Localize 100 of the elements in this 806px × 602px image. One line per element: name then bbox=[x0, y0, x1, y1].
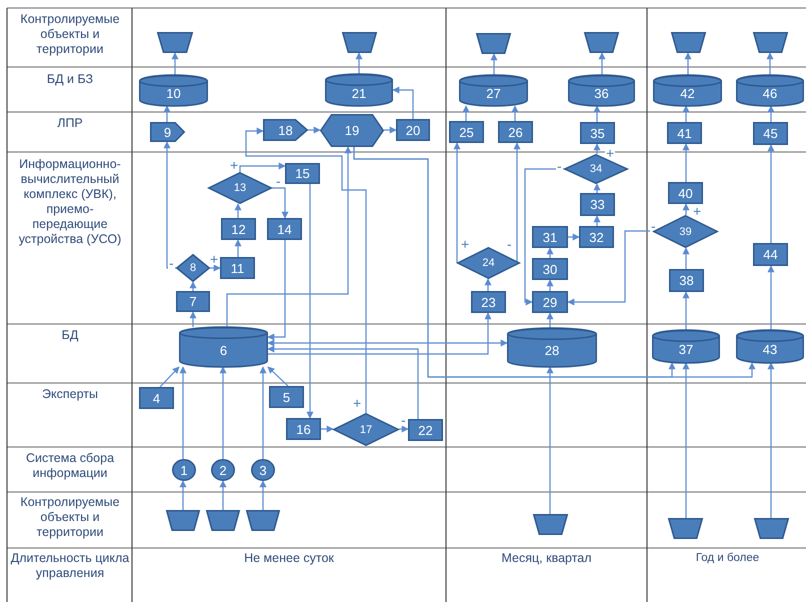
row-header: БД bbox=[60, 328, 80, 344]
database-cylinder: 10 bbox=[139, 75, 208, 106]
process-box: 5 bbox=[269, 386, 304, 408]
arrow bbox=[180, 480, 186, 510]
process-box: 45 bbox=[753, 122, 788, 145]
arrow bbox=[190, 281, 196, 291]
arrow bbox=[190, 311, 196, 327]
process-box: 35 bbox=[580, 122, 615, 144]
arrow bbox=[245, 128, 367, 413]
arrow bbox=[308, 126, 321, 134]
process-box: 11 bbox=[220, 257, 255, 279]
edge-label: + bbox=[460, 238, 470, 250]
row-header: БД и БЗ bbox=[46, 72, 94, 88]
process-box: 16 bbox=[286, 418, 321, 440]
arrow bbox=[260, 366, 266, 459]
database-cylinder: 28 bbox=[507, 328, 597, 367]
arrow bbox=[567, 230, 653, 306]
arrow bbox=[768, 105, 774, 122]
arrow bbox=[164, 105, 170, 122]
arrow bbox=[220, 480, 226, 510]
trapezoid-shape bbox=[533, 514, 568, 535]
process-box: 29 bbox=[532, 291, 568, 313]
database-cylinder: 36 bbox=[568, 75, 635, 106]
decision-diamond: 24 bbox=[457, 247, 520, 279]
database-cylinder: 6 bbox=[179, 327, 268, 367]
process-box: 12 bbox=[221, 218, 256, 240]
arrow bbox=[392, 86, 414, 119]
column-footer-text: Месяц, квартал bbox=[500, 551, 593, 567]
arrow bbox=[768, 265, 774, 330]
arrow bbox=[546, 312, 554, 328]
edge-label: + bbox=[352, 397, 362, 409]
process-box: 38 bbox=[669, 269, 704, 292]
row-header: Контролируемые объекты и территории bbox=[19, 495, 121, 541]
arrow bbox=[267, 340, 508, 346]
row-header: Система сбора информации bbox=[24, 451, 116, 482]
process-box: 33 bbox=[580, 193, 615, 216]
process-box: 32 bbox=[579, 226, 614, 248]
database-cylinder: 46 bbox=[736, 75, 804, 106]
arrow bbox=[268, 366, 288, 386]
process-box: 15 bbox=[285, 163, 320, 184]
arrow bbox=[462, 105, 470, 121]
arrow bbox=[384, 126, 397, 134]
arrow bbox=[594, 183, 600, 193]
arrow bbox=[682, 203, 690, 215]
arrow bbox=[180, 366, 186, 459]
numbered-circle: 3 bbox=[251, 459, 275, 481]
database-cylinder: 43 bbox=[736, 330, 804, 363]
process-box: 41 bbox=[667, 122, 702, 144]
arrow bbox=[768, 144, 774, 243]
arrow bbox=[766, 52, 774, 75]
arrow bbox=[226, 146, 352, 327]
arrow bbox=[684, 52, 692, 75]
process-box: 25 bbox=[449, 121, 484, 143]
arrow bbox=[594, 105, 600, 122]
arrow bbox=[353, 147, 756, 378]
trapezoid-shape bbox=[206, 510, 240, 531]
edge-label: + bbox=[209, 253, 220, 265]
process-box: 40 bbox=[668, 182, 703, 204]
arrow bbox=[272, 187, 288, 219]
decision-diamond: 8 bbox=[176, 254, 210, 282]
trapezoid-shape bbox=[668, 518, 703, 539]
arrow bbox=[164, 141, 176, 269]
edge-label: + bbox=[229, 159, 240, 171]
database-cylinder: 42 bbox=[653, 75, 722, 106]
process-box: 4 bbox=[139, 387, 174, 409]
process-box: 20 bbox=[396, 119, 430, 141]
edge-label: + bbox=[692, 205, 702, 217]
arrow bbox=[594, 143, 600, 154]
process-box: 26 bbox=[498, 121, 533, 143]
arrow bbox=[682, 362, 690, 518]
database-cylinder: 27 bbox=[459, 75, 528, 106]
arrow bbox=[321, 426, 334, 432]
trapezoid-shape bbox=[753, 32, 788, 53]
process-box: 22 bbox=[408, 419, 443, 441]
arrow bbox=[568, 234, 580, 240]
row-header: Информационно-вычислительный комплекс (УВК), приемо-передающие устройства (УСО) bbox=[18, 157, 122, 248]
hexagon-box: 19 bbox=[320, 114, 384, 147]
arrow bbox=[682, 105, 690, 122]
trapezoid-shape bbox=[476, 33, 511, 54]
arrow bbox=[220, 366, 226, 459]
pentagon-box: 9 bbox=[150, 122, 185, 142]
pentagon-box: 18 bbox=[263, 119, 308, 141]
row-header: Длительность цикла управления bbox=[10, 551, 130, 582]
arrow bbox=[546, 366, 554, 514]
arrow bbox=[514, 142, 520, 264]
arrow bbox=[490, 53, 498, 75]
arrow bbox=[768, 362, 774, 518]
trapezoid-shape bbox=[166, 510, 200, 531]
trapezoid-shape bbox=[246, 510, 280, 531]
arrow bbox=[356, 52, 362, 74]
arrow bbox=[682, 247, 690, 269]
arrow bbox=[399, 426, 409, 432]
database-cylinder: 21 bbox=[325, 74, 393, 106]
arrow bbox=[234, 239, 242, 257]
arrow bbox=[160, 366, 180, 388]
process-box: 14 bbox=[267, 218, 302, 240]
process-box: 44 bbox=[753, 243, 788, 266]
arrow bbox=[268, 312, 492, 355]
arrow bbox=[454, 142, 460, 263]
arrow bbox=[512, 105, 518, 121]
